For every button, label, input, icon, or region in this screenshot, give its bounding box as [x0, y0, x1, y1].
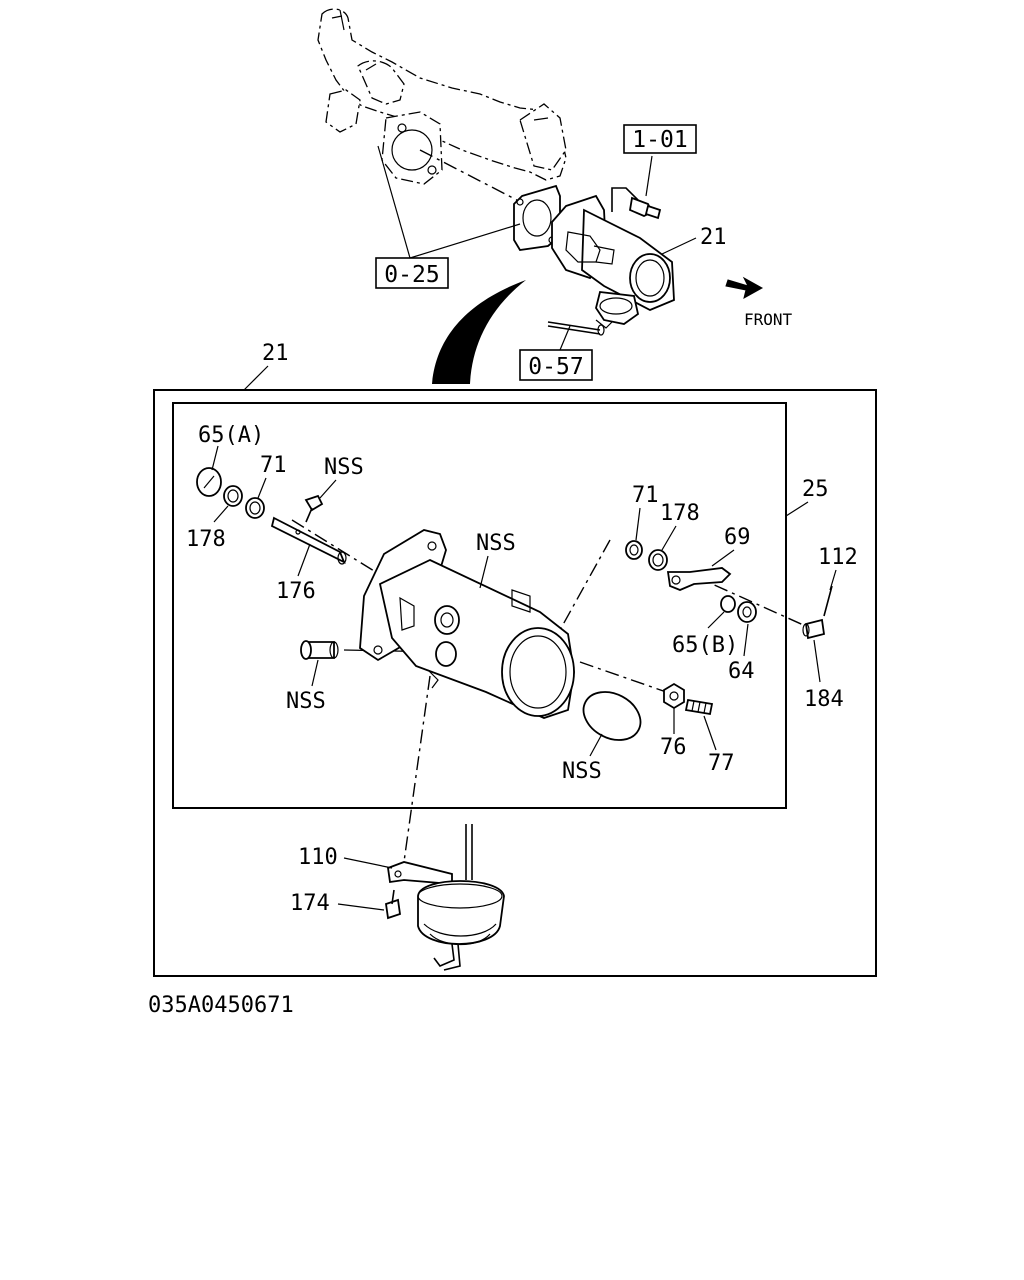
- inner-parts-frame: [172, 402, 787, 809]
- seal-178-right: [648, 549, 668, 571]
- bolt-174: [385, 889, 401, 920]
- callout-lever: 69: [724, 525, 751, 550]
- callout-bushing: NSS: [286, 689, 326, 714]
- callout-69-leader: [711, 549, 735, 567]
- screw-77: [684, 698, 714, 716]
- throttle-valve-plate: [582, 691, 642, 741]
- nut-76: [663, 682, 685, 710]
- callout-nut-small: 64: [728, 659, 755, 684]
- callout-178-right-leader: [661, 525, 677, 551]
- callout-shaft: 176: [276, 579, 316, 604]
- throttle-body-housing: [359, 529, 575, 719]
- washer-71-left: [245, 497, 265, 519]
- vacuum-actuator: [417, 824, 505, 971]
- cap-65b: [720, 595, 736, 613]
- ref-box-0-57-frame: [519, 349, 593, 381]
- intake-manifold-outline: [317, 8, 567, 185]
- callout-65a-leader: [211, 445, 219, 471]
- callout-screw-top: NSS: [324, 455, 364, 480]
- drawing-id: 035A0450671: [148, 993, 294, 1018]
- outer-detail-frame: [153, 389, 877, 977]
- callout-bushing-leader: [311, 659, 319, 687]
- rod-end-184: [802, 618, 826, 640]
- callout-65b-leader: [707, 611, 725, 629]
- callout-bolt: 174: [290, 891, 330, 916]
- ref-box-0-25: 0-25: [384, 262, 439, 288]
- callout-seal-left: 178: [186, 527, 226, 552]
- callout-bracket: 110: [298, 845, 338, 870]
- throttle-shaft-176: [270, 516, 347, 565]
- ref-box-0-57: 0-57: [528, 354, 583, 380]
- callout-pin: 112: [818, 545, 858, 570]
- callout-21-leader: [661, 237, 697, 255]
- callout-washer-left: 71: [260, 453, 287, 478]
- callout-176-leader: [297, 543, 311, 577]
- callout-washer-right: 71: [632, 483, 659, 508]
- ref-1-01-leader: [645, 155, 653, 197]
- pin-112: [823, 585, 833, 617]
- bushing-nss: [300, 640, 339, 660]
- ref-0-57-leader: [559, 325, 571, 351]
- washer-71-right: [625, 540, 643, 560]
- seal-178-left: [223, 485, 243, 507]
- callout-nut: 76: [660, 735, 687, 760]
- callout-valve-plate: NSS: [562, 759, 602, 784]
- callout-71-left-leader: [257, 477, 267, 499]
- callout-assembly-top: 21: [700, 225, 727, 250]
- callout-body: NSS: [476, 531, 516, 556]
- callout-nss-top-leader: [319, 479, 337, 499]
- callout-detail-set: 25: [802, 477, 829, 502]
- callout-174-leader: [337, 903, 385, 911]
- callout-body-leader: [479, 555, 489, 589]
- nut-axis-line: [579, 661, 673, 695]
- throttle-lever-69: [666, 567, 732, 591]
- throttle-body-assembly: [551, 194, 675, 329]
- callout-110-leader: [343, 857, 393, 869]
- bracket-axis-line: [401, 675, 431, 877]
- hose-pipe: [547, 321, 605, 336]
- callout-cap-b: 65(B): [672, 633, 738, 658]
- callout-71-right-leader: [635, 507, 641, 541]
- actuator-bracket-110: [387, 861, 453, 885]
- callout-112-leader: [829, 569, 837, 591]
- callout-screw: 77: [708, 751, 735, 776]
- upper-bolt: [628, 196, 662, 220]
- callout-assembly-detail: 21: [262, 341, 289, 366]
- callout-184-leader: [813, 639, 821, 683]
- nut-64: [737, 601, 757, 623]
- ref-0-25-leader-right: [409, 223, 521, 259]
- front-direction-arrow: [725, 276, 764, 299]
- callout-valve-plate-leader: [589, 733, 603, 757]
- cap-65a: [196, 467, 222, 497]
- bolt-bracket-line: [611, 187, 639, 212]
- callout-seal-right: 178: [660, 501, 700, 526]
- callout-cap-a: 65(A): [198, 423, 264, 448]
- ref-box-1-01: 1-01: [632, 127, 687, 153]
- detail-view-arrow: [432, 280, 526, 384]
- front-label: FRONT: [744, 310, 793, 329]
- ref-box-1-01-frame: [623, 124, 697, 154]
- callout-64-leader: [743, 623, 749, 657]
- ref-0-25-leader-left: [377, 145, 411, 259]
- callout-178-left-leader: [213, 505, 229, 523]
- right-washer-axis-line: [559, 539, 611, 631]
- callout-25-leader: [785, 501, 809, 517]
- callout-rod-end: 184: [804, 687, 844, 712]
- callout-77-leader: [703, 715, 717, 751]
- screw-nss-top: [304, 494, 324, 523]
- callout-21-detail-leader: [243, 365, 269, 391]
